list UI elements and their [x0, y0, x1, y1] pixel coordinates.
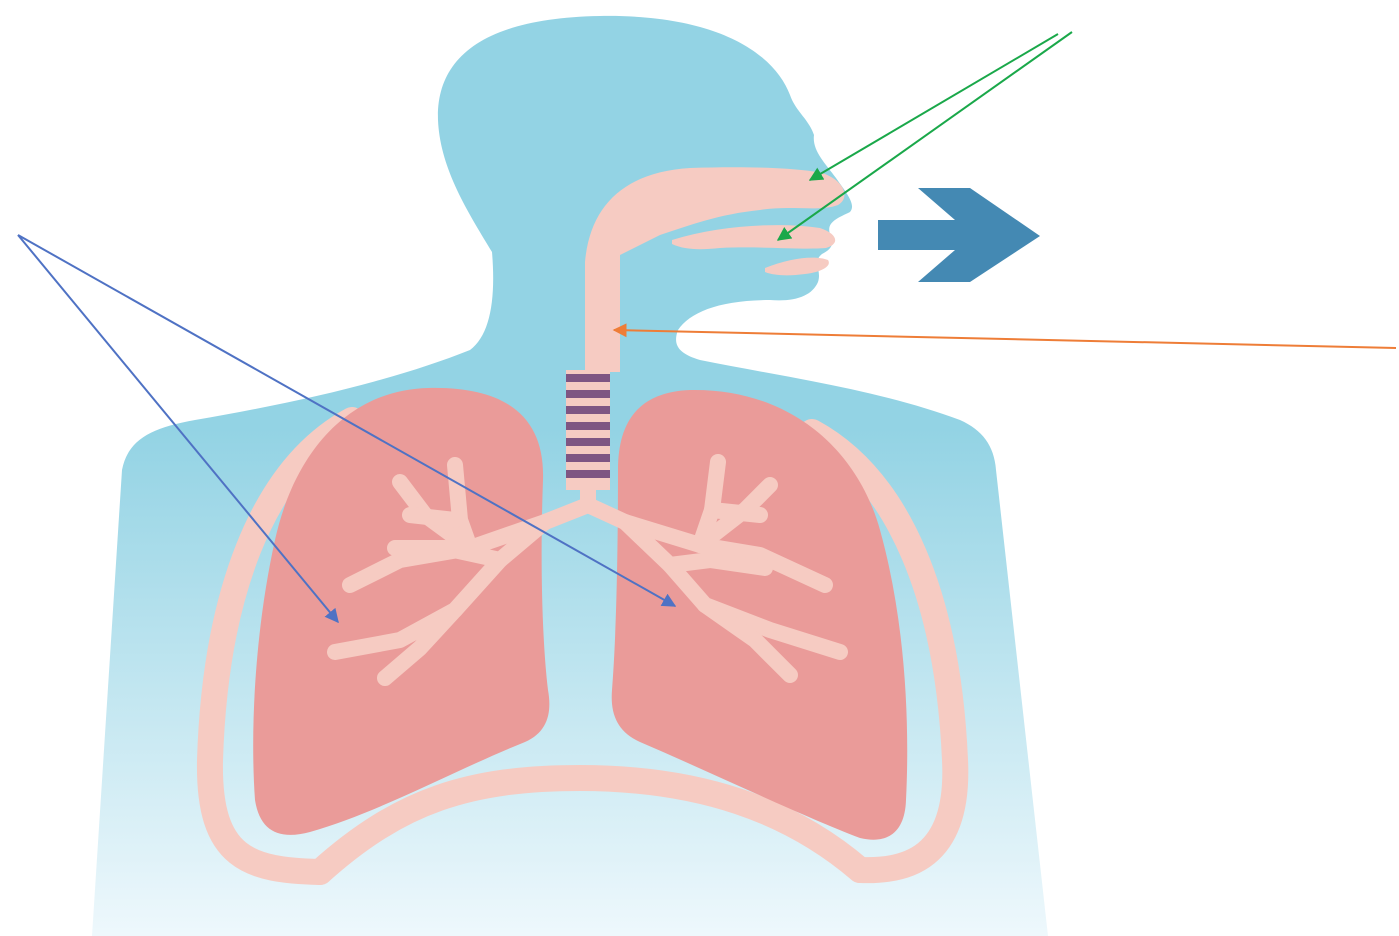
pointer-to-mouth: [778, 32, 1072, 240]
pointer-to-pharynx: [614, 330, 1396, 348]
pointer-arrows-orange: [614, 330, 1396, 348]
pointer-arrows-green: [778, 32, 1072, 240]
right-arrow-icon: [878, 188, 1040, 282]
pointer-to-nasal-cavity: [810, 34, 1058, 180]
